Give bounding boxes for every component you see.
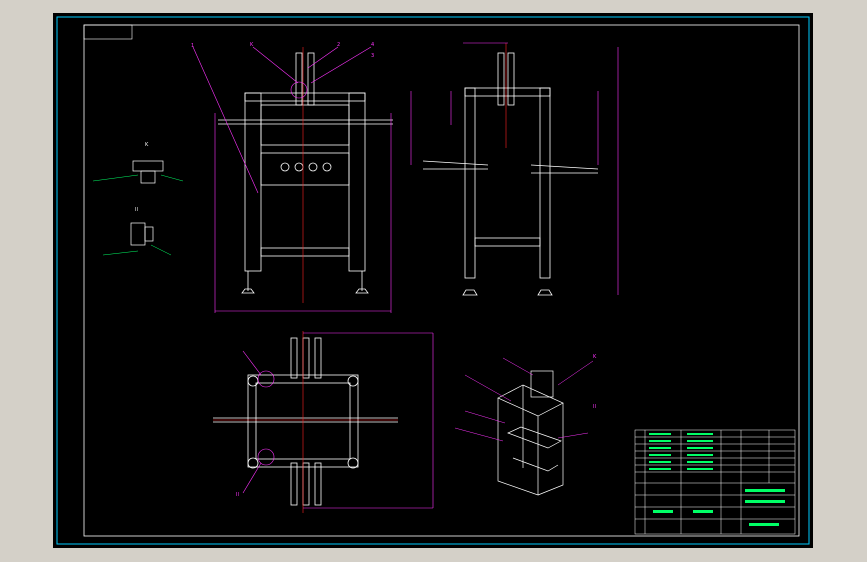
- detail-k-label: K: [145, 142, 149, 148]
- title-block: [634, 429, 796, 535]
- cad-drawing-canvas: 1 K 2 4 3 K II: [56, 16, 810, 545]
- detail-ii-label: II: [135, 207, 138, 213]
- title-block-fills: [649, 433, 785, 526]
- top-callout-ii: II: [236, 492, 239, 498]
- detail-ii: [130, 222, 154, 246]
- sheet-border-inner: [83, 24, 800, 537]
- callout-two: 2: [337, 42, 340, 48]
- callout-k: K: [250, 42, 254, 48]
- front-view: [218, 52, 393, 294]
- callout-four: 4: [371, 42, 374, 48]
- drawing-number-box: [83, 24, 133, 40]
- side-view: [422, 52, 599, 296]
- detail-k: [132, 160, 164, 184]
- front-label-one: 1: [191, 43, 194, 49]
- front-dimensions: [192, 46, 392, 313]
- side-dimensions: [410, 42, 619, 295]
- iso-callout-ii: II: [593, 404, 596, 410]
- isometric-view: [497, 370, 564, 496]
- cad-drawing-viewport[interactable]: 1 K 2 4 3 K II: [53, 13, 813, 548]
- iso-leaders: [454, 357, 594, 442]
- iso-callout-k: K: [593, 354, 597, 360]
- top-dimensions: [242, 332, 434, 509]
- sheet-border-outer: [56, 16, 810, 545]
- callout-three: 3: [371, 53, 374, 59]
- top-view: [213, 337, 398, 506]
